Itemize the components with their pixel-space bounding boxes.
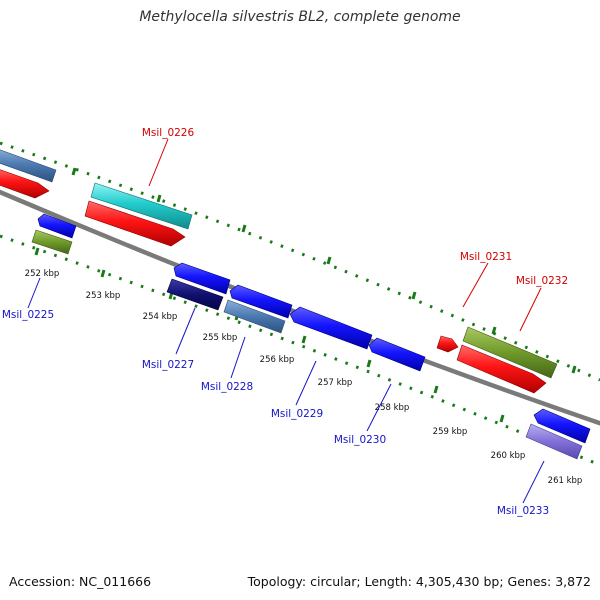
map-title: Methylocella silvestris BL2, complete ge… (139, 9, 461, 25)
scale-label: 259 kbp (433, 427, 468, 437)
gene-msil-0227-navy[interactable] (166, 278, 224, 311)
outer-major-ticks (71, 167, 577, 374)
gene-msil-0226-cyan[interactable] (90, 182, 193, 230)
label-msil-0232: Msil_0232 (516, 275, 568, 287)
label-msil-0230: Msil_0230 (334, 434, 386, 446)
scale-label: 254 kbp (143, 312, 178, 322)
gene-blue-small-left[interactable] (37, 213, 77, 239)
forward-leader-lines (148, 138, 542, 332)
outer-tick-track (0, 141, 600, 382)
gene-blue-0227-upper[interactable] (173, 262, 231, 295)
genome-summary-text: Topology: circular; Length: 4,305,430 bp… (247, 574, 591, 589)
gene-msil-0233-lavender[interactable] (525, 423, 583, 460)
gene-steelblue-left[interactable] (0, 148, 57, 183)
label-msil-0226: Msil_0226 (142, 127, 195, 139)
gene-red-0232[interactable] (456, 344, 547, 394)
gene-msil-0229[interactable] (289, 306, 373, 350)
accession-text: Accession: NC_011666 (9, 574, 152, 589)
label-msil-0229: Msil_0229 (271, 408, 323, 420)
label-msil-0231: Msil_0231 (460, 251, 512, 263)
scale-label: 257 kbp (318, 378, 353, 388)
reverse-leader-lines (27, 277, 545, 504)
scale-label: 258 kbp (375, 403, 410, 413)
gene-msil-0230[interactable] (368, 337, 426, 372)
scale-label: 261 kbp (548, 476, 583, 486)
scale-labels: 252 kbp 253 kbp 254 kbp 255 kbp 256 kbp … (25, 269, 583, 486)
label-msil-0225: Msil_0225 (2, 309, 54, 321)
label-msil-0233: Msil_0233 (497, 505, 549, 517)
gene-msil-0228-steel[interactable] (223, 299, 286, 334)
scale-label: 255 kbp (203, 333, 238, 343)
gene-red-left[interactable] (0, 168, 50, 199)
gene-red-0226[interactable] (84, 200, 186, 247)
label-msil-0228: Msil_0228 (201, 381, 253, 393)
gene-msil-0225-olive[interactable] (31, 229, 73, 255)
gene-blue-right[interactable] (533, 408, 591, 444)
gene-msil-0232-olive[interactable] (462, 326, 558, 379)
gene-blue-0228-upper[interactable] (229, 284, 293, 319)
label-msil-0227: Msil_0227 (142, 359, 194, 371)
gene-msil-0231[interactable] (436, 335, 459, 353)
scale-label: 260 kbp (491, 451, 526, 461)
scale-label: 252 kbp (25, 269, 60, 279)
scale-label: 256 kbp (260, 355, 295, 365)
scale-label: 253 kbp (86, 291, 121, 301)
